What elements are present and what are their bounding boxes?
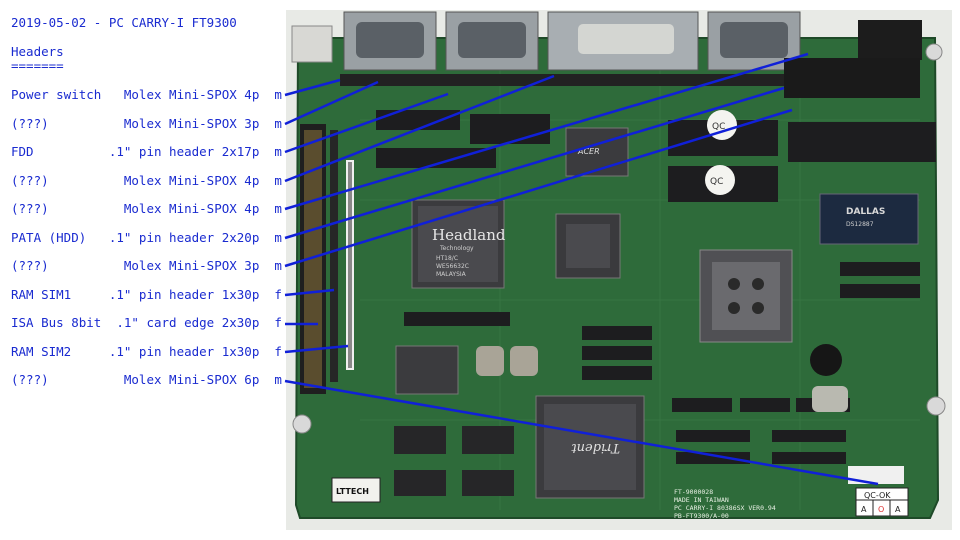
headland-chip: Headland Technology HT18/C WE56632C MALA… bbox=[411, 199, 506, 289]
svg-text:FT-9000028: FT-9000028 bbox=[674, 488, 713, 496]
page-title: 2019-05-02 - PC CARRY-I FT9300 bbox=[11, 15, 237, 30]
svg-text:Trident: Trident bbox=[571, 440, 620, 455]
qc-ok-tag: QC-OK A O A bbox=[855, 487, 909, 517]
header-label-unknown-6p: (???) Molex Mini-SPOX 6p m bbox=[11, 372, 282, 387]
header-label-unknown-4p-b: (???) Molex Mini-SPOX 4p m bbox=[11, 201, 282, 216]
header-label-ram-sim2: RAM SIM2 .1" pin header 1x30p f bbox=[11, 344, 282, 359]
header-label-unknown-4p-a: (???) Molex Mini-SPOX 4p m bbox=[11, 173, 282, 188]
section-heading: Headers bbox=[11, 44, 64, 59]
svg-text:A: A bbox=[895, 505, 901, 514]
svg-text:LTTECH: LTTECH bbox=[336, 487, 369, 496]
header-label-ram-sim1: RAM SIM1 .1" pin header 1x30p f bbox=[11, 287, 282, 302]
sim1-header bbox=[330, 130, 338, 382]
header-label-fdd: FDD .1" pin header 2x17p m bbox=[11, 144, 282, 159]
svg-text:HT18/C: HT18/C bbox=[436, 255, 458, 262]
svg-text:QC: QC bbox=[710, 177, 723, 187]
buzzer bbox=[810, 344, 842, 376]
trident-chip: Trident bbox=[535, 395, 645, 499]
dallas-rtc-chip: DALLAS DS12887 bbox=[819, 193, 919, 245]
header-label-unknown-3p-b: (???) Molex Mini-SPOX 3p m bbox=[11, 258, 282, 273]
molex-6p-connector bbox=[848, 466, 904, 484]
svg-text:O: O bbox=[878, 505, 884, 514]
header-label-pata: PATA (HDD) .1" pin header 2x20p m bbox=[11, 230, 282, 245]
svg-text:PC CARRY-I 80386SX VER0.94: PC CARRY-I 80386SX VER0.94 bbox=[674, 504, 776, 512]
right-pin-header bbox=[784, 58, 920, 98]
silk-screen: FT-9000028 MADE IN TAIWAN PC CARRY-I 803… bbox=[674, 488, 776, 520]
svg-text:WE56632C: WE56632C bbox=[436, 263, 469, 270]
crystal-oscillator bbox=[812, 386, 848, 412]
svg-text:QC: QC bbox=[712, 122, 725, 132]
svg-text:DALLAS: DALLAS bbox=[846, 207, 885, 217]
svg-text:A: A bbox=[861, 505, 867, 514]
svg-text:Technology: Technology bbox=[439, 245, 474, 252]
acer-chip: ACER bbox=[565, 127, 629, 177]
svg-text:Headland: Headland bbox=[432, 226, 506, 244]
svg-text:PB-FT9300/A-00: PB-FT9300/A-00 bbox=[674, 512, 729, 520]
svg-text:DS12887: DS12887 bbox=[846, 221, 874, 228]
section-underline: ======= bbox=[11, 58, 64, 73]
top-pin-header bbox=[340, 74, 820, 86]
header-label-isa-bus: ISA Bus 8bit .1" card edge 2x30p f bbox=[11, 315, 282, 330]
cpu-socket bbox=[699, 249, 793, 343]
svg-text:MADE IN TAIWAN: MADE IN TAIWAN bbox=[674, 496, 729, 504]
svg-text:ACER: ACER bbox=[577, 147, 600, 156]
svg-text:MALAYSIA: MALAYSIA bbox=[436, 271, 467, 278]
io-chip bbox=[395, 345, 459, 395]
svg-text:QC-OK: QC-OK bbox=[864, 491, 891, 500]
header-label-power-switch: Power switch Molex Mini-SPOX 4p m bbox=[11, 87, 282, 102]
header-label-unknown-3p-a: (???) Molex Mini-SPOX 3p m bbox=[11, 116, 282, 131]
lttech-logo: LTTECH bbox=[331, 477, 381, 503]
